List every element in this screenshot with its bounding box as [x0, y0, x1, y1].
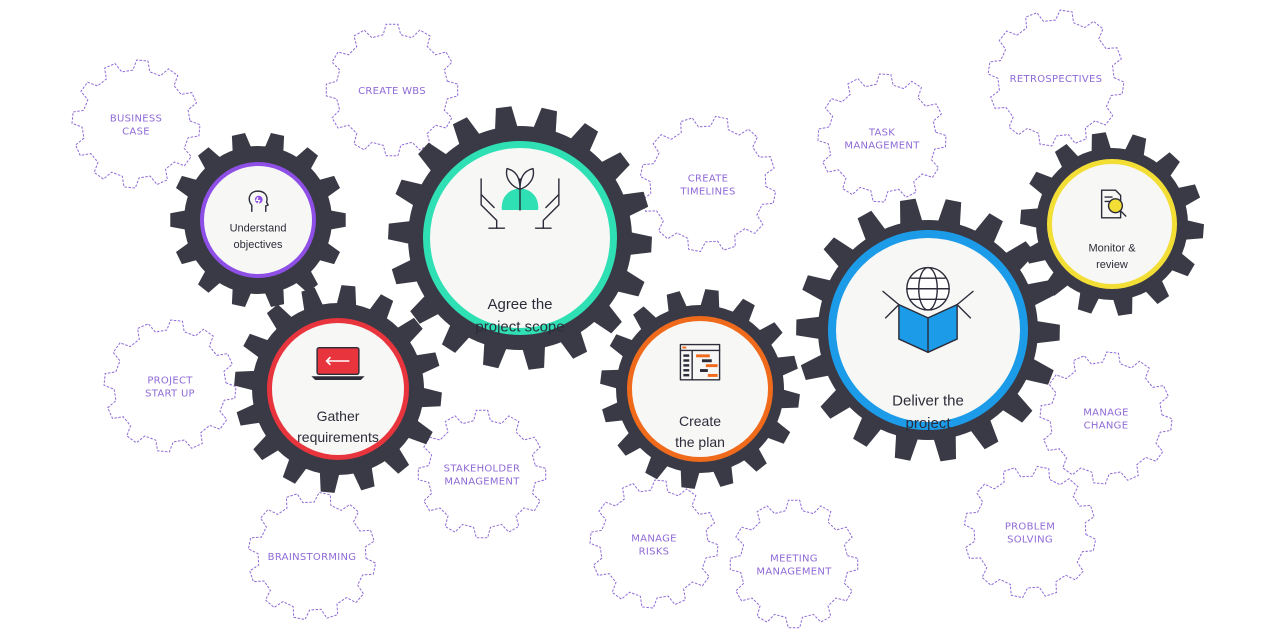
gantt-chart-icon	[679, 343, 721, 381]
outline-gear: TASK MANAGEMENT	[817, 73, 947, 203]
outline-gear-label: RISKS	[639, 547, 670, 558]
laptop-icon	[311, 347, 365, 380]
outline-gear-label: MANAGE	[1083, 408, 1128, 419]
main-gear-label: Monitor &	[1088, 242, 1136, 254]
outline-gear: CREATE WBS	[325, 23, 459, 157]
outline-gear-shape	[247, 491, 377, 621]
outline-gear: MANAGE RISKS	[589, 479, 719, 609]
outline-gear-label: RETROSPECTIVES	[1010, 74, 1103, 85]
outline-gear-shape	[71, 59, 201, 189]
main-gear: Agree the project scope	[388, 106, 652, 370]
main-gear: Gather requirements	[234, 285, 442, 493]
outline-gear-shape	[417, 409, 547, 539]
outline-gear-shape	[963, 465, 1097, 599]
main-gear-label: Understand	[230, 222, 287, 234]
outline-gear-shape	[817, 73, 947, 203]
outline-gear-label: BRAINSTORMING	[268, 552, 357, 563]
outline-gear-label: CASE	[122, 127, 150, 138]
main-gear-label: review	[1096, 259, 1128, 271]
main-gear: Create the plan	[600, 289, 800, 489]
main-gear-label: objectives	[234, 239, 283, 251]
outline-gear-label: MANAGEMENT	[444, 477, 520, 488]
outline-gear-label: BUSINESS	[110, 114, 162, 125]
main-gear-label: Deliver the	[892, 392, 964, 409]
main-gear-label: the plan	[675, 434, 725, 450]
outline-gear: BUSINESS CASE	[71, 59, 201, 189]
main-gear-label: requirements	[297, 429, 379, 445]
outline-gear-label: MEETING	[770, 554, 818, 565]
main-gear-face	[272, 323, 404, 455]
outline-gear-shape	[987, 9, 1125, 147]
globe-box-icon	[882, 266, 974, 354]
main-gear-label: Create	[679, 413, 721, 429]
outline-gear: BRAINSTORMING	[247, 491, 377, 621]
outline-gear-shape	[325, 23, 459, 157]
outline-gear-label: START UP	[145, 389, 195, 400]
main-gear-face	[1052, 164, 1172, 284]
outline-gear-shape	[639, 115, 777, 253]
outline-gear-label: CREATE WBS	[358, 86, 426, 97]
outline-gear-label: PROBLEM	[1005, 522, 1055, 533]
outline-gear-label: STAKEHOLDER	[444, 464, 521, 475]
main-gear-label: Agree the	[487, 296, 552, 313]
hands-plant-icon	[480, 167, 560, 229]
outline-gear: MANAGE CHANGE	[1039, 351, 1173, 485]
outline-gear-label: SOLVING	[1007, 535, 1053, 546]
main-gear-label: project	[905, 415, 951, 432]
main-gear: Monitor & review	[1020, 132, 1204, 316]
head-lightbulb-icon	[248, 190, 269, 213]
outline-gear-label: TASK	[868, 128, 895, 139]
outline-gear-label: MANAGE	[631, 534, 676, 545]
outline-gear-shape	[103, 319, 237, 453]
main-gear-label: project scope	[475, 318, 564, 335]
outline-gear-shape	[1039, 351, 1173, 485]
main-gear: Deliver the project	[796, 198, 1060, 462]
outline-gear: MEETING MANAGEMENT	[729, 499, 859, 629]
main-gear-label: Gather	[317, 408, 360, 424]
outline-gear-label: MANAGEMENT	[844, 141, 920, 152]
outline-gear: PROBLEM SOLVING	[963, 465, 1097, 599]
outline-gear-label: MANAGEMENT	[756, 567, 832, 578]
outline-gear: CREATE TIMELINES	[639, 115, 777, 253]
main-gear-face	[430, 148, 610, 328]
outline-gear: PROJECT START UP	[103, 319, 237, 453]
outline-gear-shape	[589, 479, 719, 609]
outline-gear: STAKEHOLDER MANAGEMENT	[417, 409, 547, 539]
document-magnifier-icon	[1100, 189, 1127, 219]
main-gear-face	[632, 321, 768, 457]
outline-gear-label: TIMELINES	[679, 187, 735, 198]
outline-gear-label: CHANGE	[1084, 421, 1129, 432]
main-gear-face	[204, 166, 312, 274]
outline-gear-label: CREATE	[688, 174, 729, 185]
outline-gear-shape	[729, 499, 859, 629]
outline-gear: RETROSPECTIVES	[987, 9, 1125, 147]
outline-gear-label: PROJECT	[147, 376, 193, 387]
main-gear: Understand objectives	[170, 133, 346, 307]
